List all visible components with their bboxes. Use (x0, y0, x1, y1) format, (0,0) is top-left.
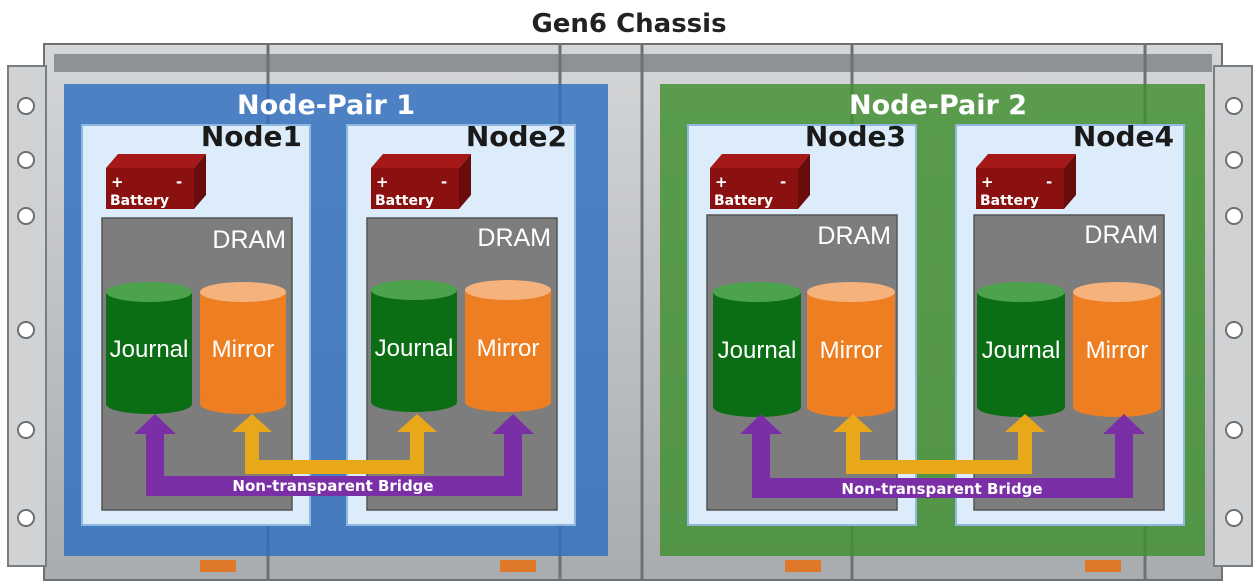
node-4-journal-label: Journal (982, 337, 1061, 364)
node-4-journal-cylinder: Journal (977, 282, 1065, 417)
node-4-mirror-cylinder: Mirror (1073, 282, 1161, 417)
node-1: Node1 + - Battery DRAM Journal Mirror (81, 120, 311, 526)
node-1-battery: + - Battery (106, 154, 206, 209)
node-2-battery-plus: + (376, 173, 389, 191)
node-4-battery: + - Battery (976, 154, 1076, 209)
node-3-mirror-label: Mirror (820, 337, 883, 364)
node-1-journal-cylinder: Journal (106, 282, 192, 414)
node-4-mirror-label: Mirror (1086, 337, 1149, 364)
node-3-dram-label: DRAM (817, 222, 891, 250)
node-2-battery-label: Battery (375, 193, 434, 209)
node-pair-2-label: Node-Pair 2 (849, 90, 1027, 121)
node-3-mirror-cylinder: Mirror (807, 282, 895, 417)
node-pair-2-sync-arrow (833, 414, 1045, 474)
node-1-mirror-label: Mirror (212, 336, 275, 363)
node-4: Node4 + - Battery DRAM Journal Mirror (955, 120, 1185, 526)
node-pair-2-bridge-arrow: Non-transparent Bridge (740, 414, 1145, 498)
node-3-battery: + - Battery (710, 154, 810, 209)
node-pair-2-bridge-label: Non-transparent Bridge (841, 480, 1042, 498)
node-2-battery: + - Battery (371, 154, 471, 209)
node-1-battery-label: Battery (110, 193, 169, 209)
node-3-battery-plus: + (715, 173, 728, 191)
node-pair-1-label: Node-Pair 1 (237, 90, 415, 121)
node-3-battery-label: Battery (714, 193, 773, 209)
node-1-mirror-cylinder: Mirror (200, 282, 286, 414)
diagram-title: Gen6 Chassis (531, 9, 726, 39)
node-pair-1-sync-arrow (232, 414, 437, 474)
node-4-label: Node4 (1073, 120, 1174, 153)
node-4-battery-label: Battery (980, 193, 1039, 209)
node-3-battery-minus: - (780, 173, 786, 191)
node-1-battery-plus: + (111, 173, 124, 191)
node-1-label: Node1 (201, 120, 302, 153)
node-2-journal-cylinder: Journal (371, 280, 457, 412)
node-1-battery-minus: - (176, 173, 182, 191)
node-2-mirror-label: Mirror (477, 335, 540, 362)
node-4-dram-label: DRAM (1084, 221, 1158, 249)
node-3-journal-label: Journal (718, 337, 797, 364)
node-2-journal-label: Journal (375, 335, 454, 362)
node-2-label: Node2 (466, 120, 567, 153)
node-4-battery-plus: + (981, 173, 994, 191)
node-1-journal-label: Journal (110, 336, 189, 363)
node-pair-1-bridge-label: Non-transparent Bridge (232, 477, 433, 495)
node-2-dram-label: DRAM (477, 224, 551, 252)
node-1-dram-label: DRAM (212, 226, 286, 254)
node-2-mirror-cylinder: Mirror (465, 280, 551, 412)
node-3-label: Node3 (805, 120, 906, 153)
node-pair-1-bridge-arrow: Non-transparent Bridge (134, 414, 534, 496)
node-4-battery-minus: - (1046, 173, 1052, 191)
node-3-journal-cylinder: Journal (713, 282, 801, 417)
node-2-battery-minus: - (441, 173, 447, 191)
